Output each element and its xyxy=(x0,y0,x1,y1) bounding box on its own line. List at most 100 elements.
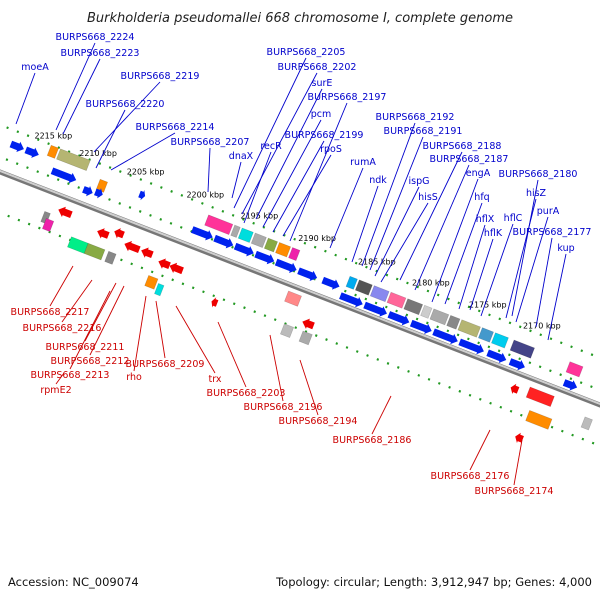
forward-gene-label[interactable]: BURPS668_2223 xyxy=(61,48,140,59)
feature-block-body xyxy=(580,416,593,431)
forward-arrow-shape xyxy=(24,146,39,158)
forward-gene-label[interactable]: purA xyxy=(537,206,560,217)
reverse-gene-label[interactable]: BURPS668_2174 xyxy=(475,486,554,497)
ruler-tick-label: 2190 kbp xyxy=(298,234,336,243)
feature-block-body xyxy=(345,275,358,290)
feature-block-body xyxy=(56,148,91,172)
feature-block-body xyxy=(298,330,313,346)
forward-leader-line xyxy=(458,224,486,310)
forward-gene-label[interactable]: BURPS668_2205 xyxy=(267,47,346,58)
reverse-arrow-shape xyxy=(58,206,73,218)
forward-gene-label[interactable]: pcm xyxy=(311,109,332,120)
forward-gene-label[interactable]: recR xyxy=(260,141,282,152)
forward-leader-line xyxy=(329,167,364,249)
feature-block xyxy=(284,290,302,307)
feature-block xyxy=(386,291,407,309)
forward-gene-label[interactable]: moeA xyxy=(21,62,49,73)
reverse-gene-label[interactable]: BURPS668_2209 xyxy=(126,359,205,370)
reverse-leader-line xyxy=(299,359,319,416)
forward-leader-line xyxy=(282,154,332,237)
forward-gene-label[interactable]: BURPS668_2199 xyxy=(285,130,364,141)
ruler-tick-label: 2185 kbp xyxy=(358,257,396,266)
forward-gene-arrow xyxy=(9,140,24,153)
forward-gene-arrow xyxy=(274,258,297,273)
feature-block-body xyxy=(369,285,390,303)
reverse-leader-line xyxy=(217,321,247,388)
reverse-gene-label[interactable]: BURPS668_2212 xyxy=(51,356,130,367)
forward-gene-label[interactable]: BURPS668_2219 xyxy=(121,71,200,82)
reverse-leader-line xyxy=(133,295,147,372)
forward-leader-line xyxy=(62,58,101,135)
reverse-gene-label[interactable]: BURPS668_2211 xyxy=(46,342,125,353)
feature-block-body xyxy=(386,291,407,309)
forward-gene-label[interactable]: hfq xyxy=(474,192,489,203)
reverse-gene-label[interactable]: rho xyxy=(126,372,142,383)
reverse-leader-line xyxy=(371,395,392,435)
feature-block-body xyxy=(230,224,241,238)
reverse-gene-label[interactable]: BURPS668_2186 xyxy=(333,435,412,446)
forward-arrow-shape xyxy=(50,167,77,184)
reverse-gene-label[interactable]: BURPS668_2213 xyxy=(31,370,110,381)
forward-gene-label[interactable]: hisS xyxy=(418,192,438,203)
forward-gene-label[interactable]: BURPS668_2188 xyxy=(423,141,502,152)
forward-gene-label[interactable]: hflX xyxy=(476,214,495,225)
forward-gene-label[interactable]: BURPS668_2187 xyxy=(430,154,509,165)
reverse-arrow-shape xyxy=(302,318,315,330)
forward-gene-label[interactable]: kup xyxy=(557,243,574,254)
reverse-gene-arrow xyxy=(141,247,154,259)
reverse-gene-label[interactable]: BURPS668_2196 xyxy=(244,402,323,413)
reverse-gene-label[interactable]: BURPS668_2217 xyxy=(11,307,90,318)
forward-gene-label[interactable]: ndk xyxy=(369,175,387,186)
forward-gene-arrow xyxy=(321,276,340,290)
forward-leader-line xyxy=(255,88,323,220)
forward-gene-label[interactable]: rpoS xyxy=(320,144,342,155)
feature-block xyxy=(279,323,295,338)
ruler-tick-label: 2210 kbp xyxy=(79,149,117,158)
forward-gene-label[interactable]: BURPS668_2224 xyxy=(56,32,135,43)
reverse-gene-label[interactable]: BURPS668_2203 xyxy=(207,388,286,399)
forward-leader-line xyxy=(369,136,424,271)
forward-leader-line xyxy=(469,238,494,311)
reverse-gene-label[interactable]: trx xyxy=(209,374,222,385)
reverse-gene-label[interactable]: BURPS668_2176 xyxy=(431,471,510,482)
feature-block xyxy=(250,232,267,249)
forward-gene-label[interactable]: BURPS668_2180 xyxy=(499,169,578,180)
forward-gene-label[interactable]: BURPS668_2207 xyxy=(171,137,250,148)
forward-gene-arrow xyxy=(190,226,213,241)
forward-gene-label[interactable]: BURPS668_2177 xyxy=(513,227,592,238)
forward-gene-label[interactable]: rumA xyxy=(350,157,376,168)
forward-gene-label[interactable]: engA xyxy=(466,168,491,179)
reverse-leader-line xyxy=(513,439,523,486)
forward-arrow-shape xyxy=(321,276,340,290)
reverse-gene-arrow xyxy=(58,206,73,218)
reverse-gene-label[interactable]: BURPS668_2194 xyxy=(279,416,358,427)
feature-block-body xyxy=(403,298,424,316)
forward-gene-label[interactable]: hflK xyxy=(484,228,503,239)
forward-gene-label[interactable]: hisZ xyxy=(526,188,547,199)
forward-gene-label[interactable]: BURPS668_2202 xyxy=(278,62,357,73)
reverse-gene-arrow xyxy=(211,297,219,308)
forward-gene-label[interactable]: hflC xyxy=(504,213,523,224)
feature-block-body xyxy=(104,250,117,265)
forward-gene-label[interactable]: BURPS668_2192 xyxy=(376,112,455,123)
forward-gene-label[interactable]: dnaX xyxy=(229,151,254,162)
forward-gene-label[interactable]: BURPS668_2220 xyxy=(86,99,165,110)
forward-gene-label[interactable]: BURPS668_2197 xyxy=(308,92,387,103)
ruler-tick-label: 2180 kbp xyxy=(412,278,450,287)
forward-gene-label[interactable]: ispG xyxy=(409,176,430,187)
feature-block xyxy=(56,148,91,172)
reverse-gene-label[interactable]: rpmE2 xyxy=(40,385,71,396)
forward-gene-label[interactable]: BURPS668_2191 xyxy=(384,126,463,137)
feature-block-body xyxy=(420,304,433,319)
forward-gene-arrow xyxy=(233,242,254,257)
feature-block xyxy=(446,314,461,330)
reverse-gene-arrow xyxy=(515,432,524,444)
forward-gene-label[interactable]: surE xyxy=(312,78,333,89)
reverse-arrow-shape xyxy=(510,383,520,395)
forward-gene-arrow xyxy=(138,189,146,201)
feature-block-body xyxy=(446,314,461,330)
forward-arrow-shape xyxy=(274,258,297,273)
reverse-gene-label[interactable]: BURPS668_2216 xyxy=(23,323,102,334)
forward-gene-label[interactable]: BURPS668_2214 xyxy=(136,122,215,133)
